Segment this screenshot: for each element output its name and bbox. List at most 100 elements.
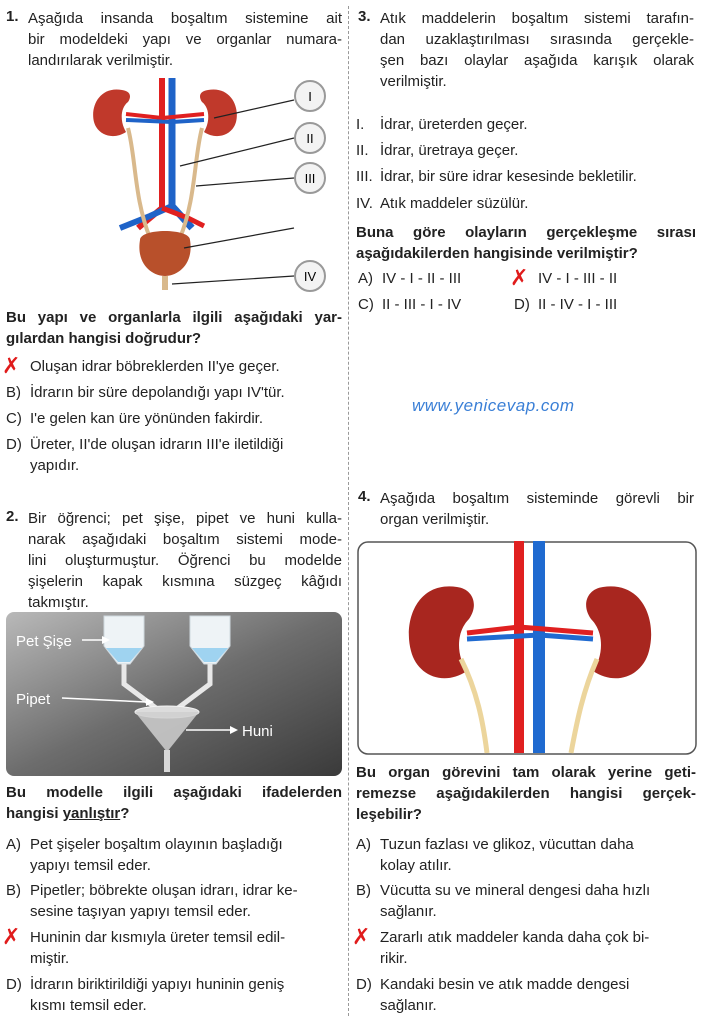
option-text: yapıyı temsil eder. bbox=[30, 857, 151, 874]
q1-stem-line: landırılarak verilmiştir. bbox=[28, 52, 174, 69]
option-letter: C) bbox=[6, 410, 22, 427]
q2-stem-line: takmıştır. bbox=[28, 594, 89, 611]
svg-text:IV: IV bbox=[304, 269, 317, 284]
q1-option-c[interactable]: C) I'e gelen kan üre yönünden fakirdir. bbox=[6, 408, 263, 429]
q4-question: Bu organ görevini tam olarak yerine geti… bbox=[356, 762, 696, 825]
label-badge: IV bbox=[294, 260, 326, 292]
answer-mark-icon: ✗ bbox=[2, 353, 21, 378]
option-text: sağlanır. bbox=[380, 997, 437, 1014]
q2-option-b[interactable]: B) Pipetler; böbrekte oluşan idrarı, idra… bbox=[6, 880, 342, 922]
option-text: Tuzun fazlası ve glikoz, vücuttan daha bbox=[380, 836, 634, 853]
q2-question-line: Bu modelle ilgili aşağıdaki ifadelerden bbox=[6, 784, 342, 801]
q3-stem-line: Atık maddelerin boşaltım sistemi tarafın… bbox=[380, 10, 694, 27]
option-text: I'e gelen kan üre yönünden fakirdir. bbox=[30, 410, 264, 427]
q3-item-3: III.İdrar, bir süre idrar kesesinde bekl… bbox=[356, 168, 637, 185]
answer-mark-icon: ✗ bbox=[510, 265, 529, 290]
urinary-system-diagram: I II III IV bbox=[93, 78, 326, 292]
option-text: Pipetler; böbrekte oluşan idrarı, idrar … bbox=[30, 882, 298, 899]
q4-option-d[interactable]: D) Kandaki besin ve atık madde dengesi sa… bbox=[356, 974, 696, 1016]
q2-stem-line: şişelerin kapak kısmına süzgeç kâğıdı bbox=[28, 573, 342, 590]
q3-option-c[interactable]: C) II - III - I - IV bbox=[358, 294, 461, 315]
q2-option-c[interactable]: C)Huninin dar kısmıyla üreter temsil edi… bbox=[6, 927, 342, 969]
funnel-model-diagram: Pet Şişe Pipet Huni bbox=[6, 612, 342, 776]
q1-option-d[interactable]: D) Üreter, II'de oluşan idrarın III'e ile… bbox=[6, 434, 342, 476]
option-text: IV - I - III - II bbox=[538, 270, 618, 287]
pipet-label: Pipet bbox=[16, 691, 51, 708]
option-text: Üreter, II'de oluşan idrarın III'e ileti… bbox=[30, 436, 284, 453]
option-text: Huninin dar kısmıyla üreter temsil edil- bbox=[30, 929, 286, 946]
q3-item-4: IV.Atık maddeler süzülür. bbox=[356, 195, 529, 212]
q4-question-line: leşebilir? bbox=[356, 806, 422, 823]
q2-stem: Bir öğrenci; pet şişe, pipet ve huni kul… bbox=[28, 508, 342, 613]
q3-item-1: I.İdrar, üreterden geçer. bbox=[356, 116, 528, 133]
answer-mark-icon: ✗ bbox=[2, 924, 21, 949]
q4-question-line: Bu organ görevini tam olarak yerine geti… bbox=[356, 764, 696, 781]
q4-option-c[interactable]: C)Zararlı atık maddeler kanda daha çok b… bbox=[356, 927, 696, 969]
option-text: Zararlı atık maddeler kanda daha çok bi- bbox=[380, 929, 650, 946]
label-badge: I bbox=[294, 80, 326, 112]
option-text: rikir. bbox=[380, 950, 408, 967]
pet-label: Pet Şişe bbox=[16, 633, 72, 650]
underlined-word: yanlıştır bbox=[62, 805, 121, 822]
q2-question: Bu modelle ilgili aşağıdaki ifadelerden … bbox=[6, 782, 342, 824]
option-letter: B) bbox=[6, 882, 21, 899]
option-letter: A) bbox=[6, 836, 21, 853]
option-text: IV - I - II - III bbox=[382, 270, 462, 287]
q1-option-b[interactable]: B) İdrarın bir süre depolandığı yapı IV't… bbox=[6, 382, 285, 403]
option-text: II - III - I - IV bbox=[382, 296, 462, 313]
label-badge: II bbox=[294, 122, 326, 154]
option-letter: B) bbox=[356, 882, 371, 899]
q2-number: 2. bbox=[6, 508, 19, 525]
option-text: sağlanır. bbox=[380, 903, 437, 920]
option-text: İdrarın bir süre depolandığı yapı IV'tür… bbox=[30, 384, 285, 401]
q3-option-d[interactable]: D) II - IV - I - III bbox=[514, 294, 617, 315]
svg-text:II: II bbox=[306, 131, 313, 146]
answer-mark-icon: ✗ bbox=[352, 924, 371, 949]
q1-question-line: gılardan hangisi doğrudur? bbox=[6, 330, 201, 347]
q3-question-line: Buna göre olayların gerçekleşme sırası bbox=[356, 224, 696, 241]
option-letter: C) bbox=[358, 296, 374, 313]
label-badge: III bbox=[294, 162, 326, 194]
q4-option-b[interactable]: B) Vücutta su ve mineral dengesi daha hız… bbox=[356, 880, 696, 922]
option-text: İdrarın biriktirildiği yapıyı huninin ge… bbox=[30, 976, 285, 993]
option-text: kolay atılır. bbox=[380, 857, 452, 874]
q1-option-a[interactable]: A)Oluşan idrar böbreklerden II'ye geçer. bbox=[6, 356, 280, 377]
q2-option-d[interactable]: D)İdrarın biriktirildiği yapıyı huninin … bbox=[6, 974, 342, 1016]
option-letter: D) bbox=[6, 436, 22, 453]
q4-stem-line: Aşağıda boşaltım sisteminde görevli bir bbox=[380, 490, 694, 507]
q2-stem-line: Bir öğrenci; pet şişe, pipet ve huni kul… bbox=[28, 510, 342, 527]
q2-option-a[interactable]: A)Pet şişeler boşaltım olayının başladığ… bbox=[6, 834, 342, 876]
q1-question: Bu yapı ve organlarla ilgili aşağıdaki y… bbox=[6, 307, 342, 349]
q2-stem-line: narak aşağıdaki boşaltım sistemi mode- bbox=[28, 531, 342, 548]
option-text: Oluşan idrar böbreklerden II'ye geçer. bbox=[30, 358, 280, 375]
option-text: sesine taşıyan yapıyı temsil eder. bbox=[30, 903, 251, 920]
huni-label: Huni bbox=[242, 723, 273, 740]
q4-option-a[interactable]: A) Tuzun fazlası ve glikoz, vücuttan daha… bbox=[356, 834, 696, 876]
q3-option-b[interactable]: B)IV - I - III - II bbox=[514, 268, 617, 289]
kidney-illustration bbox=[357, 541, 697, 755]
q4-question-line: remezse aşağıdakilerden hangisi gerçek- bbox=[356, 785, 696, 802]
q1-stem-line: bir modeldeki yapı ve organlar numara- bbox=[28, 31, 342, 48]
option-text: yapıdır. bbox=[30, 457, 80, 474]
q3-stem-line: verilmiştir. bbox=[380, 73, 447, 90]
q1-number: 1. bbox=[6, 8, 19, 25]
option-letter: B) bbox=[6, 384, 21, 401]
q3-question-line: aşağıdakilerden hangisinde verilmiştir? bbox=[356, 245, 638, 262]
q3-stem: Atık maddelerin boşaltım sistemi tarafın… bbox=[380, 8, 694, 92]
svg-text:III: III bbox=[305, 171, 316, 186]
option-text: kısmı temsil eder. bbox=[30, 997, 147, 1014]
option-letter: D) bbox=[514, 296, 530, 313]
q3-item-2: II.İdrar, üretraya geçer. bbox=[356, 142, 519, 159]
option-text: Kandaki besin ve atık madde dengesi bbox=[380, 976, 630, 993]
q3-option-a[interactable]: A)IV - I - II - III bbox=[358, 268, 461, 289]
option-text: Vücutta su ve mineral dengesi daha hızlı bbox=[380, 882, 651, 899]
q1-stem: Aşağıda insanda boşaltım sistemine ait b… bbox=[28, 8, 342, 71]
column-divider bbox=[348, 6, 349, 1016]
option-text: II - IV - I - III bbox=[538, 296, 618, 313]
svg-text:I: I bbox=[308, 89, 312, 104]
option-text: miştir. bbox=[30, 950, 70, 967]
option-letter: D) bbox=[356, 976, 372, 993]
option-letter: A) bbox=[356, 836, 371, 853]
watermark-text: www.yenicevap.com bbox=[412, 396, 575, 415]
q3-stem-line: dan uzaklaştırılması sırasında gerçekle- bbox=[380, 31, 694, 48]
